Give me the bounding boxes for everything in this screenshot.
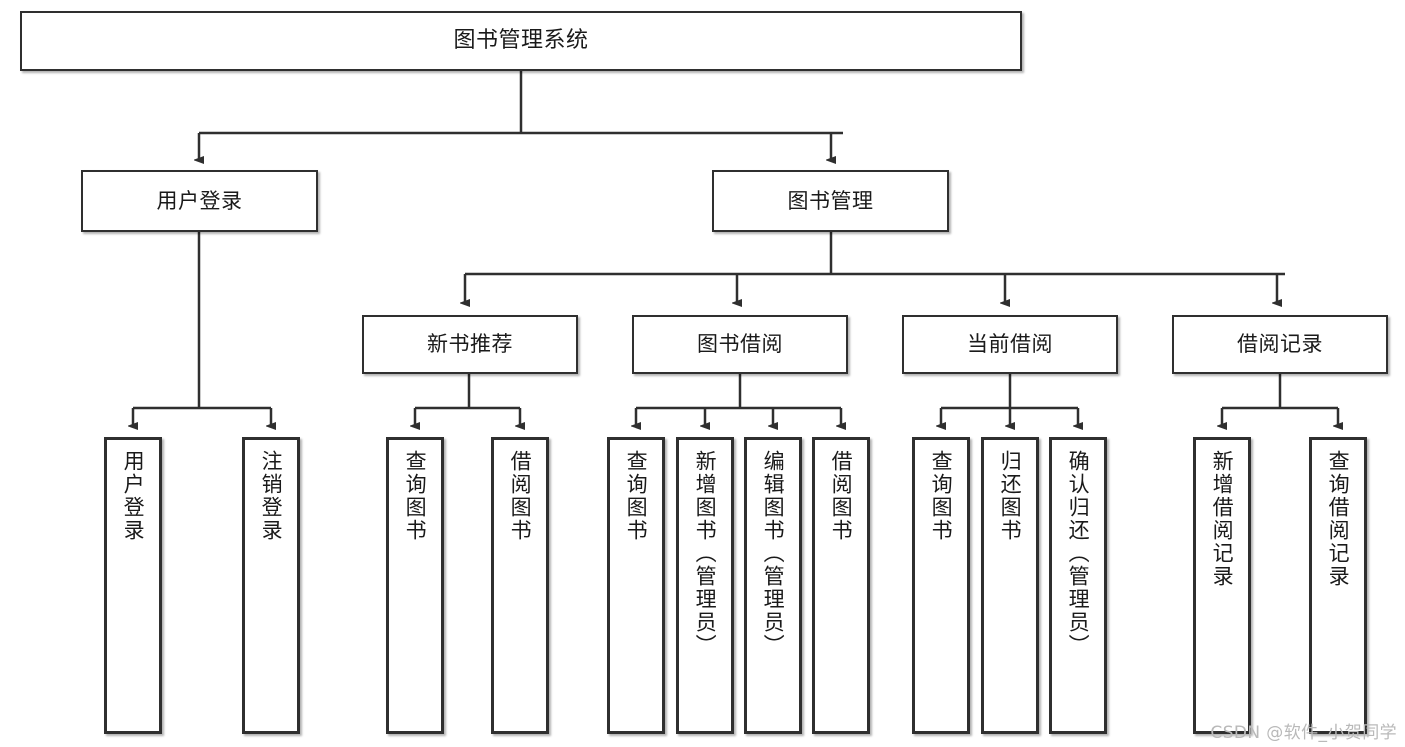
node-label: 图书管理系统 [453,28,589,54]
node-borrow-record[interactable]: 借阅记录 [1172,315,1388,374]
node-leaf-logout[interactable]: 注销登录 [242,437,300,734]
node-book-management[interactable]: 图书管理 [712,170,949,232]
node-label: 用户登录 [156,188,243,213]
node-label: 查询图书 [929,450,954,542]
node-label: 新增图书（管理员） [693,450,718,657]
node-leaf-query-book-borrow[interactable]: 查询图书 [607,437,665,734]
node-label: 注销登录 [259,450,284,542]
node-label: 借阅记录 [1237,332,1323,357]
node-label: 图书管理 [787,188,874,213]
node-leaf-confirm-return-admin[interactable]: 确认归还（管理员） [1049,437,1107,734]
watermark: CSDN @软件_小贺同学 [1210,723,1397,743]
node-label: 图书借阅 [697,332,783,357]
node-label: 借阅图书 [829,450,854,542]
node-label: 查询图书 [624,450,649,542]
node-user-login[interactable]: 用户登录 [81,170,318,232]
node-leaf-add-book-admin[interactable]: 新增图书（管理员） [676,437,734,734]
node-leaf-borrow-book-recommend[interactable]: 借阅图书 [491,437,549,734]
node-book-borrow[interactable]: 图书借阅 [632,315,848,374]
node-label: 当前借阅 [967,332,1053,357]
node-leaf-return-book[interactable]: 归还图书 [981,437,1039,734]
node-leaf-query-book-recommend[interactable]: 查询图书 [386,437,444,734]
node-leaf-query-borrow-record[interactable]: 查询借阅记录 [1309,437,1367,734]
node-current-borrow[interactable]: 当前借阅 [902,315,1118,374]
node-label: 查询图书 [403,450,428,542]
node-label: 查询借阅记录 [1326,450,1351,588]
node-leaf-user-login[interactable]: 用户登录 [104,437,162,734]
node-label: 确认归还（管理员） [1066,450,1091,657]
node-label: 新书推荐 [427,332,513,357]
node-new-book-recommend[interactable]: 新书推荐 [362,315,578,374]
node-label: 编辑图书（管理员） [761,450,786,657]
node-label: 新增借阅记录 [1210,450,1235,588]
node-root-book-management-system[interactable]: 图书管理系统 [20,11,1022,71]
node-leaf-query-book-current[interactable]: 查询图书 [912,437,970,734]
node-label: 用户登录 [121,450,146,542]
node-label: 借阅图书 [508,450,533,542]
node-leaf-borrow-book[interactable]: 借阅图书 [812,437,870,734]
node-leaf-edit-book-admin[interactable]: 编辑图书（管理员） [744,437,802,734]
node-label: 归还图书 [998,450,1023,542]
node-leaf-add-borrow-record[interactable]: 新增借阅记录 [1193,437,1251,734]
